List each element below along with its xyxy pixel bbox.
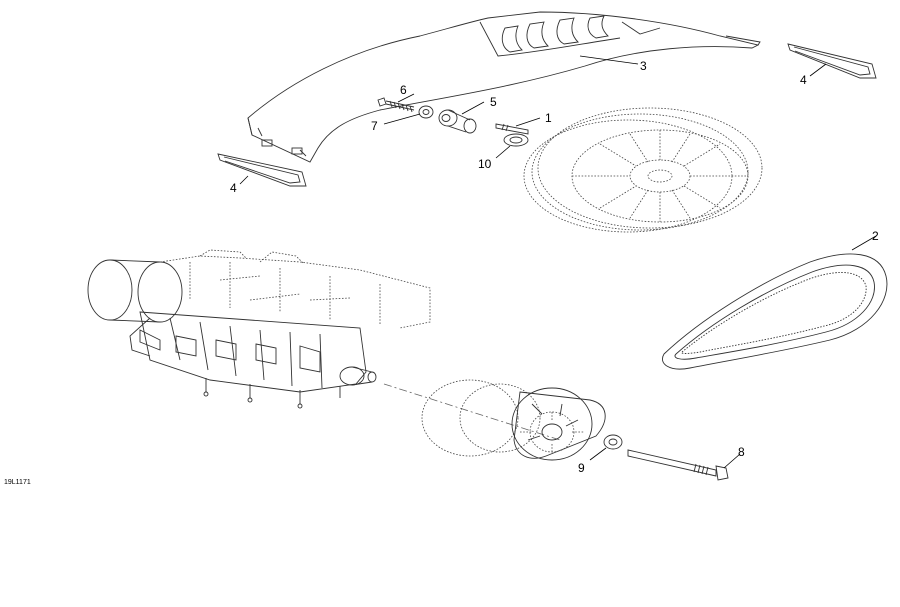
leader-6 — [397, 93, 415, 103]
leader-9 — [589, 447, 607, 461]
retaining-washer[interactable] — [503, 133, 529, 147]
engine — [87, 249, 431, 409]
guard-decal-right[interactable] — [787, 43, 877, 79]
pin[interactable] — [495, 123, 529, 135]
leader-4-left — [239, 175, 249, 185]
callout-7: 7 — [371, 119, 378, 133]
callout-8: 8 — [738, 445, 745, 459]
callout-6: 6 — [400, 83, 407, 97]
leader-3 — [579, 55, 639, 65]
callout-4-right: 4 — [800, 73, 807, 87]
bolt[interactable] — [627, 449, 729, 481]
callout-10: 10 — [478, 157, 492, 171]
guard-decal-left[interactable] — [217, 153, 307, 187]
belt-guard[interactable] — [247, 11, 761, 163]
washer-top[interactable] — [418, 105, 434, 119]
leader-8 — [723, 453, 741, 469]
screw-top[interactable] — [377, 97, 415, 113]
callout-9: 9 — [578, 461, 585, 475]
callout-5: 5 — [490, 95, 497, 109]
washer-bottom[interactable] — [603, 434, 623, 450]
leader-5 — [461, 101, 485, 115]
callout-3: 3 — [640, 59, 647, 73]
callout-4-left: 4 — [230, 181, 237, 195]
bushing[interactable] — [438, 109, 477, 134]
callout-1: 1 — [545, 111, 552, 125]
crankshaft-centerline — [383, 383, 561, 441]
drawing-reference: 19L1171 — [4, 479, 31, 486]
driven-pulley — [523, 107, 763, 233]
callout-2: 2 — [872, 229, 879, 243]
drive-pulley — [421, 379, 606, 461]
leader-1 — [515, 117, 541, 127]
leader-7 — [383, 113, 421, 125]
leader-10 — [495, 145, 511, 159]
leader-4-right — [809, 63, 827, 77]
drive-belt[interactable] — [662, 253, 888, 370]
leader-2 — [851, 235, 877, 251]
